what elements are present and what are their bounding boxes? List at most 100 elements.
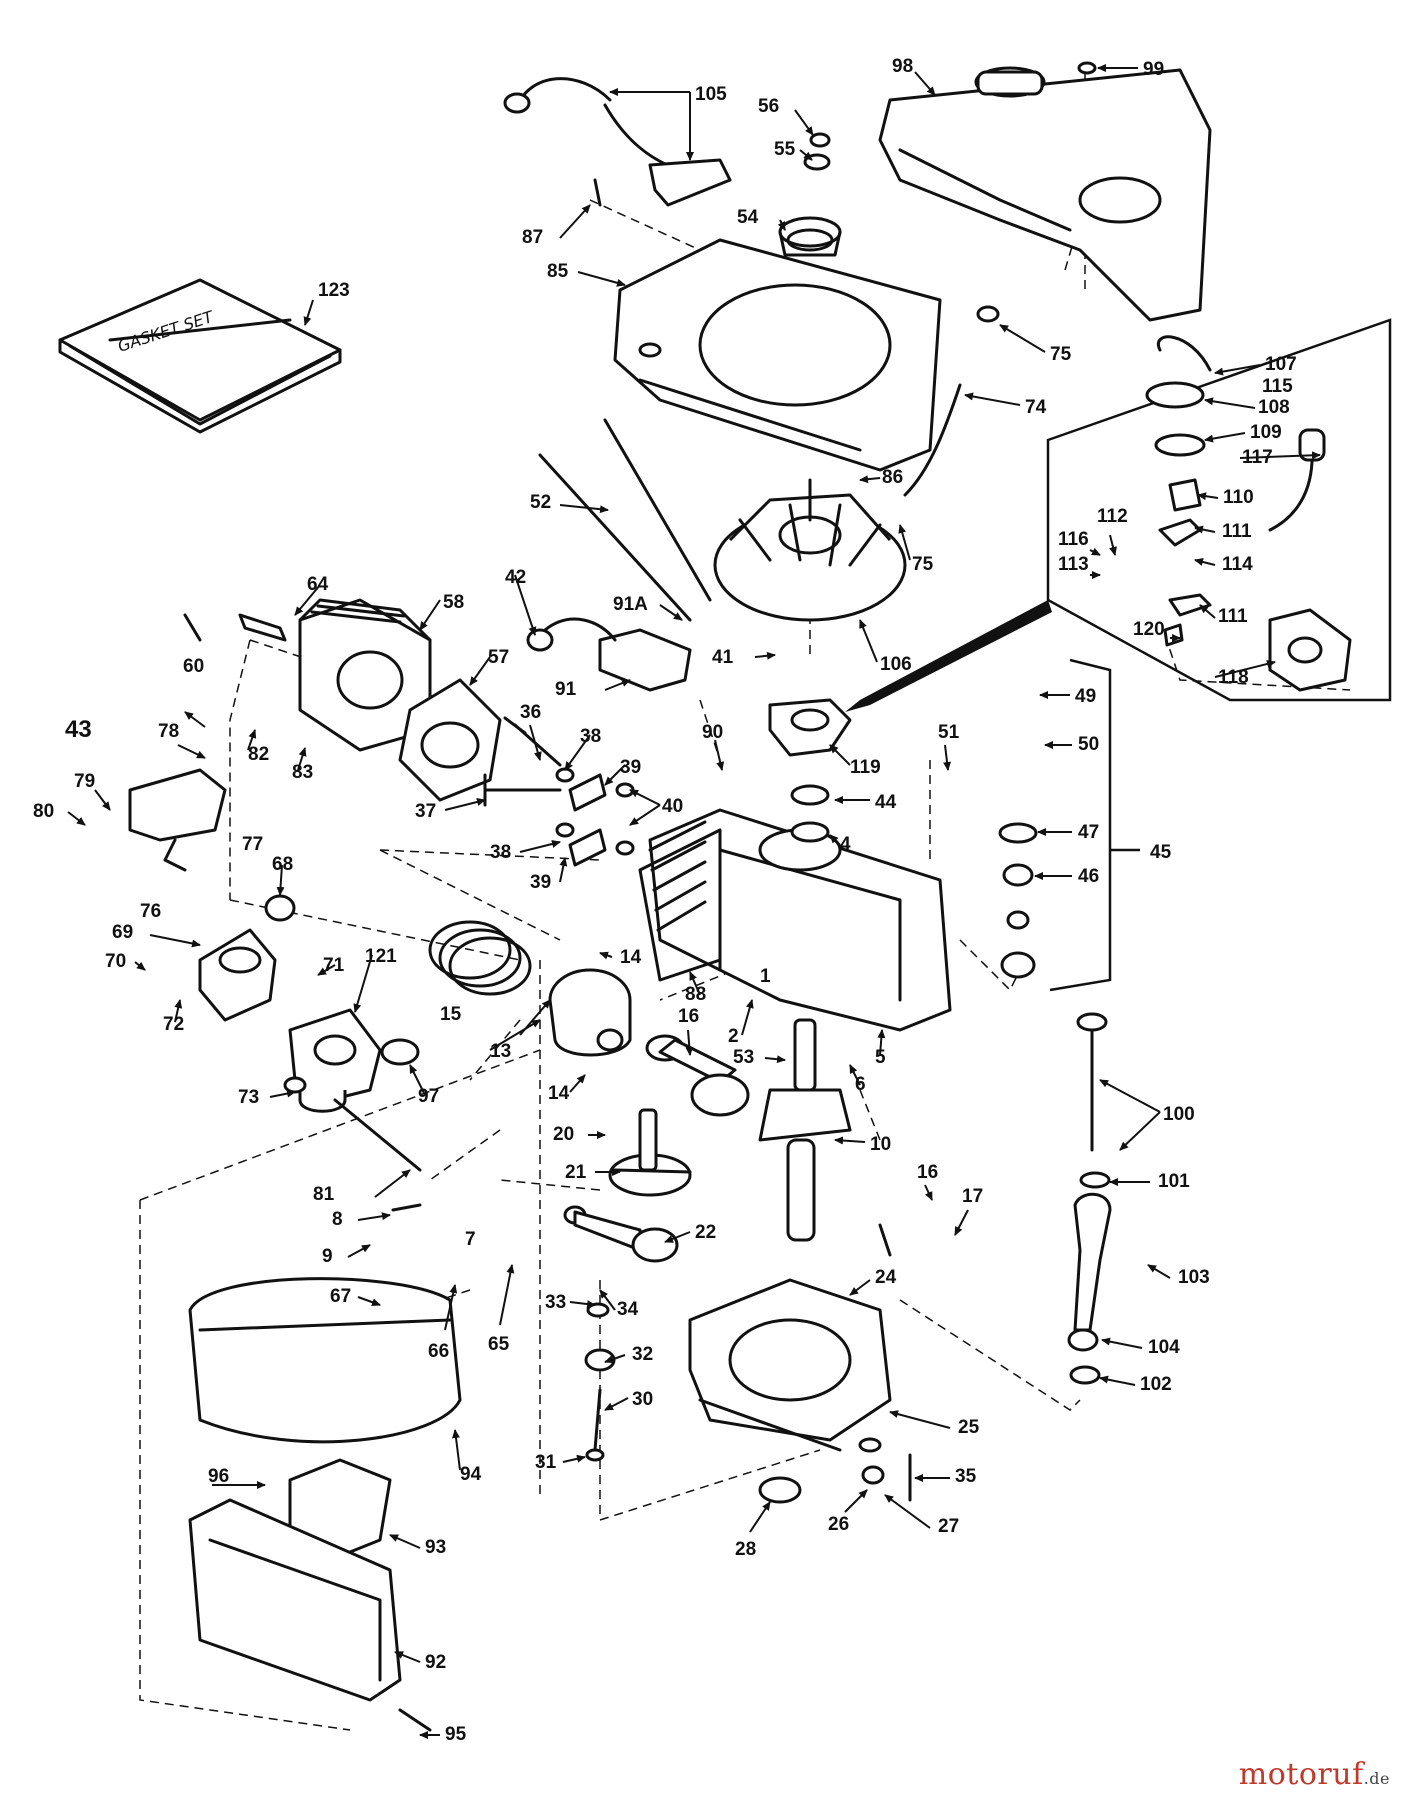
callout-113: 113 [1058,554,1089,575]
callout-15: 15 [440,1004,462,1025]
callout-76: 76 [140,901,161,922]
callout-112: 112 [1097,506,1128,527]
callout-30: 30 [632,1389,653,1410]
callout-83: 83 [292,762,313,783]
callout-77: 77 [242,834,263,855]
callout-121: 121 [365,946,397,967]
callout-54: 54 [737,207,759,228]
callout-92: 92 [425,1652,446,1673]
governor-22 [563,1205,679,1263]
callout-104: 104 [1148,1337,1180,1358]
inset-pointer-arrow [845,600,1052,712]
gasket-set-123: GASKET SET [58,278,342,434]
callout-81: 81 [313,1184,335,1205]
callout-72: 72 [163,1014,184,1035]
callout-107: 107 [1265,354,1297,375]
callout-78: 78 [158,721,179,742]
callout-17: 17 [962,1186,983,1207]
callout-90: 90 [702,722,723,743]
callout-14a: 14 [620,947,642,968]
callout-85: 85 [547,261,569,282]
dipstick-100 [1076,1012,1108,1152]
callout-35: 35 [955,1466,977,1487]
callout-32: 32 [632,1344,653,1365]
callout-75a: 75 [1050,344,1072,365]
callout-98: 98 [892,56,913,77]
callout-116: 116 [1058,529,1089,550]
callout-96: 96 [208,1466,229,1487]
callout-8: 8 [332,1209,343,1230]
callout-36: 36 [520,702,541,723]
callout-51: 51 [938,722,960,743]
crankcase-cover-24 [688,1278,892,1452]
watermark-suffix: .de [1363,1769,1390,1788]
callout-105: 105 [695,84,727,105]
callout-33: 33 [545,1292,566,1313]
watermark-brand: motoruf [1238,1757,1364,1792]
callout-114: 114 [1222,554,1253,575]
callout-14b: 14 [548,1083,570,1104]
ignition-module-91 [526,617,692,692]
callout-103: 103 [1178,1267,1210,1288]
callout-82: 82 [248,744,269,765]
callout-86: 86 [882,467,903,488]
air-cleaner-body-92 [188,1498,402,1702]
callout-labels: 1 2 4 5 6 7 8 9 10 13 14 14 15 16 16 17 … [33,56,1297,1745]
recoil-starter-54 [778,216,842,257]
callout-38b: 38 [490,842,511,863]
callout-21: 21 [565,1162,587,1183]
intake-elbow-69 [198,928,277,1022]
callout-109: 109 [1250,422,1282,443]
callout-2: 2 [728,1026,739,1047]
callout-79: 79 [74,771,95,792]
callout-26: 26 [828,1514,849,1535]
callout-99: 99 [1143,59,1164,80]
callout-16b: 16 [917,1162,938,1183]
assembly-dash-lines [139,70,1351,1731]
callout-106: 106 [880,654,912,675]
callout-60: 60 [183,656,204,677]
air-cleaner-cover-94 [188,1277,462,1444]
ignition-module-inset-118 [1268,608,1352,692]
callout-119: 119 [850,757,881,778]
callout-41: 41 [712,647,734,668]
cylinder-block [638,808,952,1032]
connecting-rod-16 [645,1034,750,1117]
callout-5: 5 [875,1047,886,1068]
callout-16a: 16 [678,1006,699,1027]
callout-43: 43 [65,716,92,743]
callout-39a: 39 [620,757,641,778]
callout-115: 115 [1262,376,1293,397]
callout-10: 10 [870,1134,891,1155]
callout-46: 46 [1078,866,1099,887]
head-gasket-57 [398,678,502,802]
callout-57: 57 [488,647,509,668]
breather-119 [768,698,852,757]
callout-24: 24 [875,1267,897,1288]
callout-7: 7 [465,1229,476,1250]
callout-31: 31 [535,1452,557,1473]
callout-66: 66 [428,1341,449,1362]
callout-39b: 39 [530,872,551,893]
callout-100: 100 [1163,1104,1195,1125]
callout-9: 9 [322,1246,333,1267]
flywheel-106 [713,478,907,622]
callout-93: 93 [425,1537,446,1558]
blower-housing-85 [613,238,942,472]
starter-rope-105 [503,77,732,207]
carburetor-121 [288,1008,382,1113]
callout-102: 102 [1140,1374,1172,1395]
callout-74: 74 [1025,397,1047,418]
inset-parts [1145,335,1326,647]
inset-frame [1046,318,1392,702]
callout-65: 65 [488,1334,510,1355]
callout-123: 123 [318,280,350,301]
callout-37: 37 [415,801,436,822]
leader-arrows [67,64,1321,1739]
callout-68: 68 [272,854,293,875]
callout-44: 44 [875,792,897,813]
callout-91A: 91A [613,594,648,615]
callout-27: 27 [938,1516,959,1537]
callout-45: 45 [1150,842,1172,863]
bracket-45 [1049,658,1112,992]
